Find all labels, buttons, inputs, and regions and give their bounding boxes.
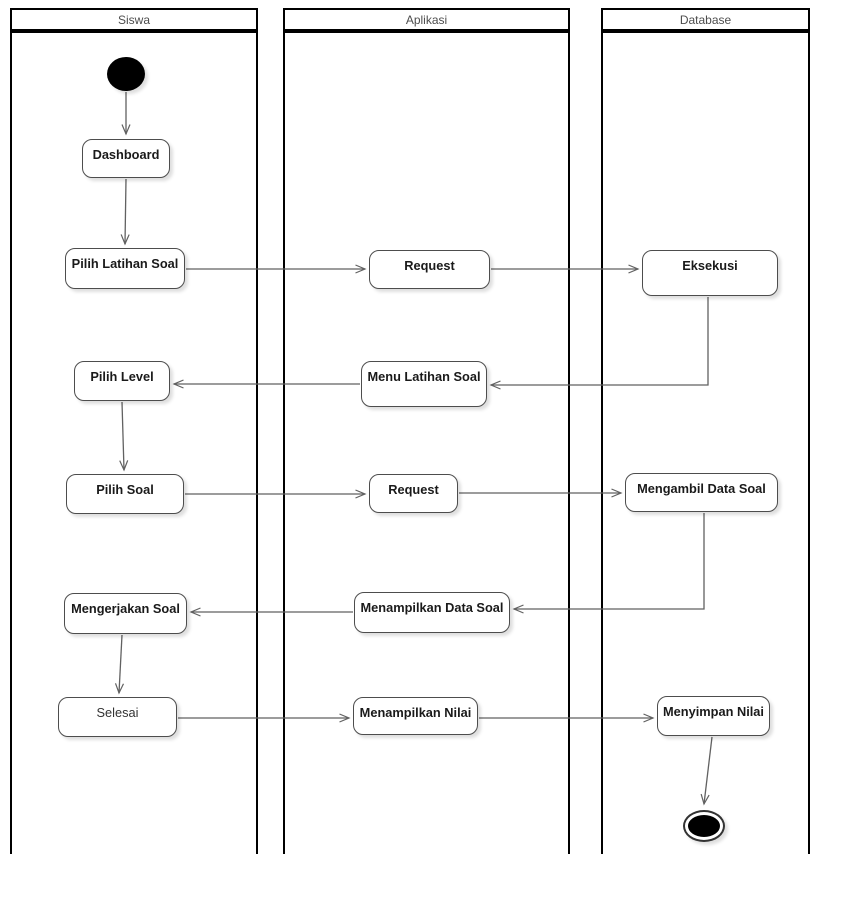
node-menampilkan-data-soal: Menampilkan Data Soal (354, 592, 510, 633)
node-selesai: Selesai (58, 697, 177, 737)
swimlane-siswa: Siswa (10, 8, 258, 854)
node-eksekusi: Eksekusi (642, 250, 778, 296)
swimlane-siswa-header: Siswa (10, 8, 258, 31)
node-mengambil-data-soal: Mengambil Data Soal (625, 473, 778, 512)
swimlane-database-header: Database (601, 8, 810, 31)
final-node (683, 810, 725, 842)
swimlane-aplikasi-label: Aplikasi (405, 12, 448, 27)
node-pilih-latihan-soal: Pilih Latihan Soal (65, 248, 185, 289)
node-request-1: Request (369, 250, 490, 289)
node-pilih-soal: Pilih Soal (66, 474, 184, 514)
initial-node (107, 57, 145, 91)
node-menampilkan-nilai: Menampilkan Nilai (353, 697, 478, 735)
swimlane-siswa-body (10, 31, 258, 854)
node-mengerjakan-soal: Mengerjakan Soal (64, 593, 187, 634)
node-dashboard: Dashboard (82, 139, 170, 178)
node-menu-latihan-soal: Menu Latihan Soal (361, 361, 487, 407)
node-menyimpan-nilai: Menyimpan Nilai (657, 696, 770, 736)
node-request-2: Request (369, 474, 458, 513)
swimlane-database: Database (601, 8, 810, 854)
node-pilih-level: Pilih Level (74, 361, 170, 401)
final-node-core (688, 815, 720, 837)
swimlane-aplikasi-body (283, 31, 570, 854)
swimlane-database-label: Database (679, 12, 732, 27)
swimlane-aplikasi: Aplikasi (283, 8, 570, 854)
swimlane-database-body (601, 31, 810, 854)
swimlane-aplikasi-header: Aplikasi (283, 8, 570, 31)
swimlane-siswa-label: Siswa (117, 12, 150, 27)
